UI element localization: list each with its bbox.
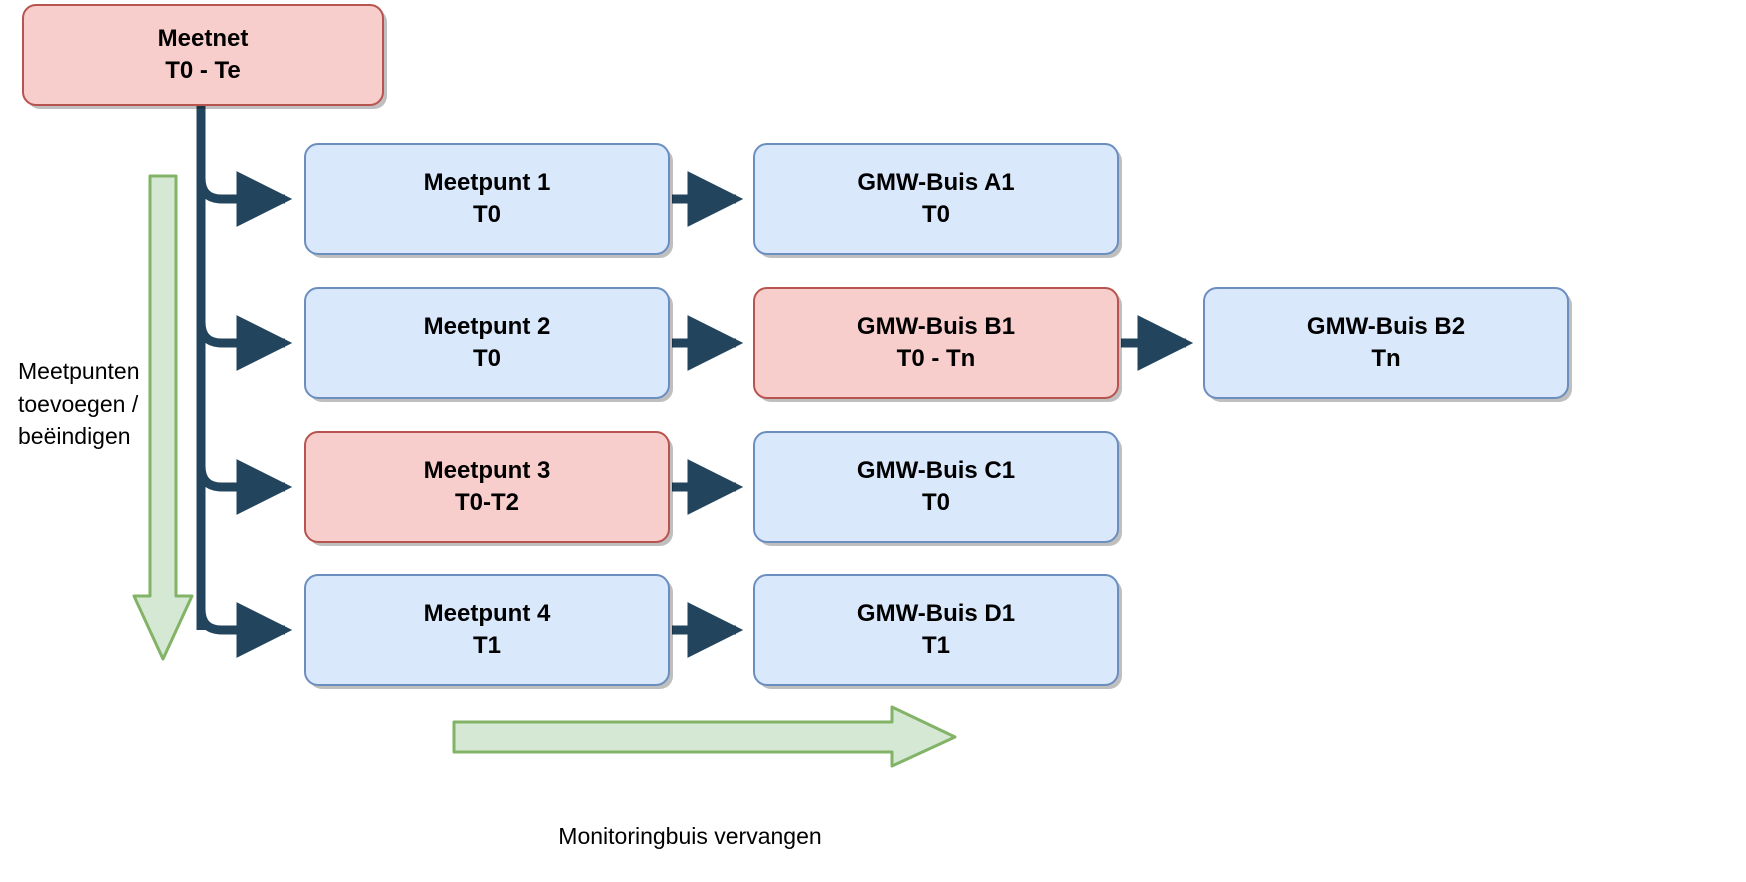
node-gmw-buis-b2-label: GMW-Buis B2: [1306, 313, 1466, 341]
node-gmw-buis-b2-period: Tn: [1371, 345, 1401, 372]
node-gmw-buis-d1[interactable]: GMW-Buis D1 T1: [753, 574, 1119, 686]
node-meetpunt-1[interactable]: Meetpunt 1 T0: [304, 143, 670, 255]
node-meetpunt-4-label: Meetpunt 4: [423, 600, 551, 628]
node-meetnet[interactable]: Meetnet T0 - Te: [22, 4, 384, 106]
node-gmw-buis-a1-period: T0: [921, 201, 950, 228]
node-meetpunt-3-label: Meetpunt 3: [423, 457, 551, 485]
monitoringbuis-vervangen-label: Monitoringbuis vervangen: [558, 823, 822, 849]
node-meetpunt-4-period: T1: [472, 632, 501, 659]
node-gmw-buis-b2[interactable]: GMW-Buis B2 Tn: [1203, 287, 1569, 399]
meetnet-to-meetpunt4-connector: [196, 602, 293, 658]
node-meetpunt-3[interactable]: Meetpunt 3 T0-T2: [304, 431, 670, 543]
node-gmw-buis-d1-period: T1: [921, 632, 950, 659]
node-meetpunt-2[interactable]: Meetpunt 2 T0: [304, 287, 670, 399]
meetpunten-toevoegen-label: Meetpunten toevoegen / beëindigen: [18, 358, 140, 450]
node-gmw-buis-a1-label: GMW-Buis A1: [857, 169, 1015, 197]
node-meetpunt-2-period: T0: [472, 345, 501, 372]
node-gmw-buis-c1-period: T0: [921, 489, 950, 516]
meetnet-to-meetpunt1-connector: [196, 171, 293, 227]
green-right-arrow-icon: [452, 705, 957, 768]
node-meetnet-label: Meetnet: [157, 25, 249, 53]
node-gmw-buis-a1[interactable]: GMW-Buis A1 T0: [753, 143, 1119, 255]
node-gmw-buis-b1-label: GMW-Buis B1: [856, 313, 1016, 341]
node-meetpunt-2-label: Meetpunt 2: [423, 313, 551, 341]
node-gmw-buis-c1[interactable]: GMW-Buis C1 T0: [753, 431, 1119, 543]
node-meetpunt-1-label: Meetpunt 1: [423, 169, 551, 197]
meetnet-to-meetpunt3-connector: [196, 459, 293, 515]
meetnet-to-meetpunt2-connector: [196, 315, 293, 371]
node-meetpunt-1-period: T0: [472, 201, 501, 228]
node-gmw-buis-c1-label: GMW-Buis C1: [856, 457, 1016, 485]
node-meetnet-period: T0 - Te: [165, 57, 241, 84]
node-meetpunt-3-period: T0-T2: [454, 489, 519, 516]
node-gmw-buis-d1-label: GMW-Buis D1: [856, 600, 1016, 628]
node-meetpunt-4[interactable]: Meetpunt 4 T1: [304, 574, 670, 686]
node-gmw-buis-b1-period: T0 - Tn: [896, 345, 976, 372]
node-gmw-buis-b1[interactable]: GMW-Buis B1 T0 - Tn: [753, 287, 1119, 399]
